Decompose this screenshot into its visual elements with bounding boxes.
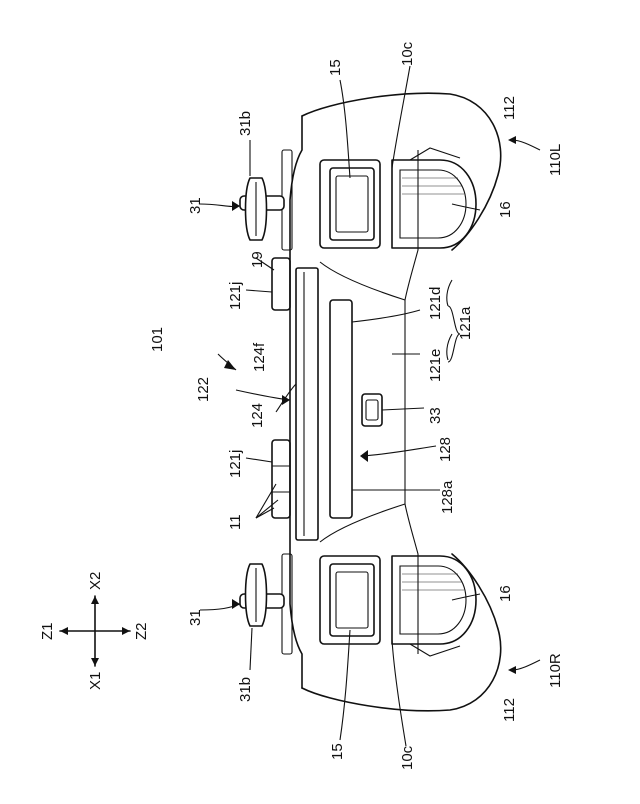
- label-124: 124: [249, 403, 266, 428]
- label-110R: 110R: [547, 653, 564, 688]
- button-15-top[interactable]: [329, 167, 375, 241]
- shoulder-unit-bottom: [319, 555, 381, 645]
- label-10c-top: 10c: [399, 41, 416, 66]
- label-121a: 121a: [457, 306, 474, 340]
- trigger-16-top-hatch: [402, 177, 464, 195]
- label-16-top: 16: [497, 201, 514, 218]
- body-rear-line: [319, 261, 406, 301]
- label-31-top: 31: [187, 197, 204, 214]
- brace-121a: [447, 305, 461, 363]
- body-inner-edge: [404, 150, 419, 654]
- label-121d: 121d: [427, 287, 444, 320]
- axis-label-z2: Z2: [133, 622, 150, 640]
- axis-label-z1: Z1: [39, 622, 56, 640]
- trigger-16-bottom-inner: [399, 565, 467, 635]
- label-15-top: 15: [327, 59, 344, 76]
- label-101: 101: [149, 327, 166, 352]
- grip-left: [301, 92, 502, 251]
- label-110L: 110L: [547, 144, 564, 176]
- touch-pad-121d: [329, 299, 353, 519]
- label-121e: 121e: [427, 349, 444, 382]
- trigger-16-bottom[interactable]: [391, 555, 477, 645]
- label-124f: 124f: [251, 342, 268, 372]
- label-11: 11: [227, 514, 244, 530]
- axis-label-x2: X2: [87, 572, 104, 590]
- label-121j-bottom: 121j: [227, 450, 244, 478]
- label-121j-top: 121j: [227, 282, 244, 310]
- button-33-inner: [365, 399, 379, 421]
- button-15-bottom[interactable]: [329, 563, 375, 637]
- trigger-bottom-side: [409, 643, 461, 657]
- label-19: 19: [249, 251, 266, 268]
- trigger-16-top[interactable]: [391, 159, 477, 249]
- label-31-bottom: 31: [187, 609, 204, 626]
- trigger-16-bottom-hatch: [402, 573, 464, 591]
- label-112-bottom: 112: [501, 698, 518, 722]
- leader-lines: [199, 65, 541, 747]
- label-122: 122: [195, 377, 212, 402]
- body-rear-line-2: [319, 503, 406, 543]
- button-121j-bottom[interactable]: [271, 439, 291, 519]
- trigger-16-top-inner: [399, 169, 467, 239]
- axis-label-x1: X1: [87, 672, 104, 690]
- controller-body: [289, 115, 303, 689]
- shoulder-unit-top: [319, 159, 381, 249]
- panel-124f: [295, 267, 319, 541]
- leader-128: [361, 445, 437, 457]
- label-112-top: 112: [501, 96, 518, 120]
- label-15-bottom: 15: [329, 743, 346, 760]
- analog-stick-top[interactable]: [239, 177, 285, 241]
- arrowheads: [224, 136, 516, 674]
- button-15-top-inner: [335, 175, 369, 233]
- trigger-top-side: [409, 147, 461, 161]
- label-10c-bottom: 10c: [399, 745, 416, 770]
- grip-right: [301, 553, 502, 712]
- button-15-bottom-inner: [335, 571, 369, 629]
- label-33: 33: [427, 407, 444, 424]
- label-128: 128: [437, 437, 454, 462]
- label-16-bottom: 16: [497, 585, 514, 602]
- button-33[interactable]: [361, 393, 383, 427]
- button-121j-top[interactable]: [271, 257, 291, 311]
- label-31b-bottom: 31b: [237, 677, 254, 702]
- axis-indicator: [59, 595, 131, 667]
- label-128a: 128a: [439, 480, 456, 514]
- analog-stick-bottom[interactable]: [239, 563, 285, 627]
- label-31b-top: 31b: [237, 111, 254, 136]
